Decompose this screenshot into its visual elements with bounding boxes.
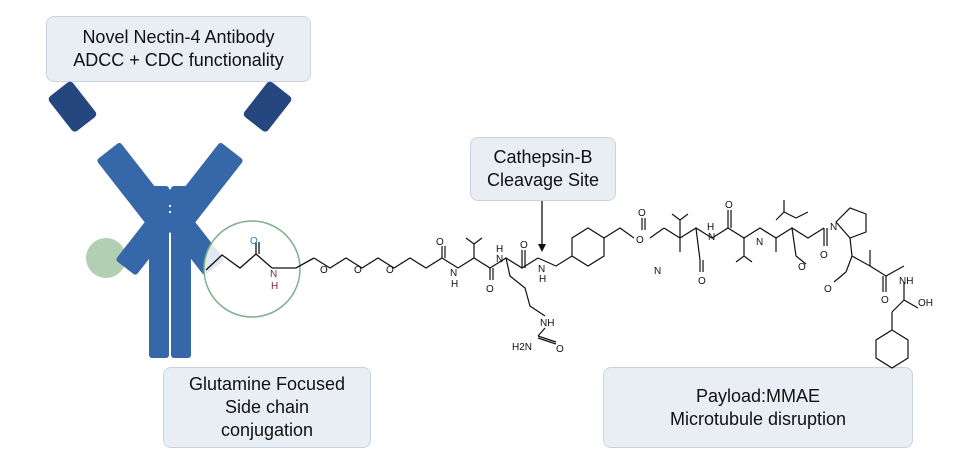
left-stem bbox=[149, 186, 169, 358]
peg-carbonyl-o: O bbox=[436, 237, 444, 248]
mmae-n-1: N bbox=[654, 266, 661, 277]
peg-linker bbox=[313, 218, 665, 345]
glutamine-carbonyl-o: O bbox=[250, 236, 258, 247]
cathepsin-callout: Cathepsin-B Cleavage Site bbox=[470, 137, 616, 201]
peg-ether-o-1: O bbox=[320, 265, 328, 276]
cleavage-arrowhead bbox=[538, 244, 546, 252]
val-amide-n: N bbox=[450, 268, 457, 279]
left-arm-outer-tip bbox=[48, 81, 97, 132]
cathepsin-callout-line2: Cleavage Site bbox=[486, 170, 600, 190]
peg-ether-o-2: O bbox=[354, 265, 362, 276]
payload-callout-line2: Microtubule disruption bbox=[669, 408, 847, 429]
glutamine-amide-n: N bbox=[270, 269, 277, 280]
antibody-icon bbox=[48, 81, 292, 358]
payload-sphere bbox=[86, 238, 126, 278]
glutamine-amide-h: H bbox=[271, 281, 278, 292]
antibody-callout: Novel Nectin-4 Antibody ADCC + CDC funct… bbox=[46, 16, 311, 82]
glutamine-sidechain bbox=[205, 242, 315, 271]
right-arm-outer-tip bbox=[243, 81, 292, 132]
mmae-carbonyl-o-2: O bbox=[725, 200, 733, 211]
mmae-amide-nh: NH bbox=[899, 276, 913, 287]
mmae-carbonyl-o-4: O bbox=[881, 295, 889, 306]
carbamate-carbonyl-o: O bbox=[638, 208, 646, 219]
antibody-callout-line2: ADCC + CDC functionality bbox=[73, 50, 284, 70]
payload-callout: Payload:MMAE Microtubule disruption bbox=[603, 367, 913, 448]
mmae-hydroxyl-oh: OH bbox=[918, 298, 933, 309]
val-carbonyl-o: O bbox=[486, 284, 494, 295]
glutamine-callout-line3: conjugation bbox=[220, 420, 314, 440]
cit-urea-h2n: H2N bbox=[512, 342, 532, 353]
mmae-n-3: N bbox=[756, 237, 763, 248]
carbamate-o: O bbox=[636, 235, 644, 246]
antibody-callout-line1: Novel Nectin-4 Antibody bbox=[82, 27, 275, 47]
right-stem bbox=[171, 186, 191, 358]
cit-urea-o: O bbox=[556, 344, 564, 355]
mmae-structure bbox=[663, 200, 919, 369]
pabc-amide-n: N bbox=[538, 264, 545, 275]
mmae-carbonyl-o-1: O bbox=[698, 276, 706, 287]
glutamine-callout-line1: Glutamine Focused bbox=[188, 374, 346, 394]
pabc-amide-h: H bbox=[539, 274, 546, 285]
payload-callout-line1: Payload:MMAE bbox=[695, 385, 821, 406]
mmae-pyrrolidine-n: N bbox=[830, 222, 837, 233]
mmae-methoxy-o-1: O bbox=[798, 262, 806, 273]
cit-carbonyl-o: O bbox=[520, 240, 528, 251]
mmae-h-2: H bbox=[707, 222, 714, 233]
peg-ether-o-3: O bbox=[386, 265, 394, 276]
glutamine-callout: Glutamine Focused Side chain conjugation bbox=[163, 367, 371, 448]
val-amide-h: H bbox=[451, 279, 458, 290]
conjugation-circle bbox=[203, 220, 301, 318]
glutamine-callout-line2: Side chain bbox=[224, 397, 310, 417]
cit-amide-h: H bbox=[496, 244, 503, 255]
cathepsin-callout-line1: Cathepsin-B bbox=[493, 147, 593, 167]
mmae-n-2: N bbox=[708, 232, 715, 243]
mmae-carbonyl-o-3: O bbox=[820, 250, 828, 261]
mmae-methoxy-o-2: O bbox=[824, 284, 832, 295]
cit-urea-nh: NH bbox=[540, 318, 554, 329]
cit-amide-n: N bbox=[496, 254, 503, 265]
